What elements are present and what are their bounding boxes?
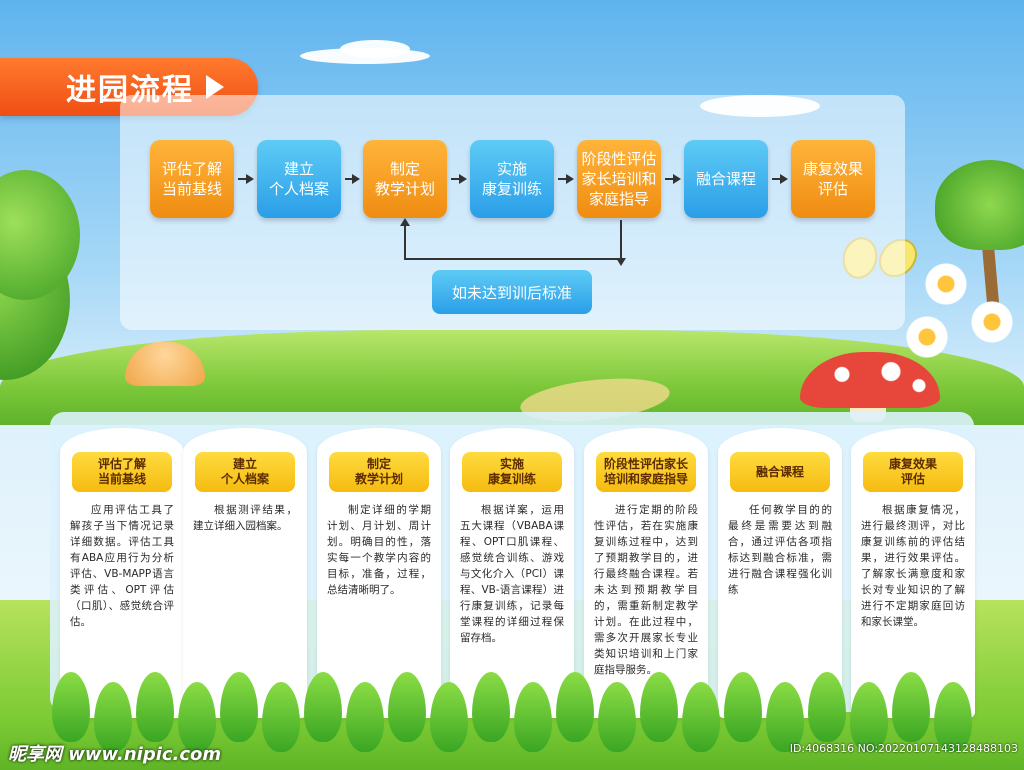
leaf-icon: [178, 682, 216, 752]
flow-connector: [238, 178, 247, 180]
card-body-text: 任何教学目的的最终是需要达到融合，通过评估各项指标达到融合标准，需进行融合课程强…: [728, 504, 832, 596]
leaf-icon: [640, 672, 678, 742]
leaf-icon: [724, 672, 762, 742]
flow-step: 制定 教学计划: [363, 140, 447, 218]
flow-step: 融合课程: [684, 140, 768, 218]
detail-card: 制定 教学计划制定详细的学期计划、月计划、周计划。明确目的性，落实每一个教学内容…: [317, 428, 441, 718]
leaf-icon: [892, 672, 930, 742]
flow-step: 康复效果 评估: [791, 140, 875, 218]
mushroom-icon: [800, 352, 940, 408]
card-body-text: 应用评估工具了解孩子当下情况记录详细数据。评估工具有ABA应用行为分析评估、VB…: [70, 504, 174, 628]
detail-card: 建立 个人档案根据测评结果，建立详细入园档案。: [183, 428, 307, 718]
mushroom-icon: [125, 342, 205, 386]
loop-connector: [404, 226, 406, 258]
detail-card: 康复效果 评估根据康复情况，进行最终测评，对比康复训练前的评估结果，进行效果评估…: [851, 428, 975, 718]
flow-step: 阶段性评估 家长培训和 家庭指导: [577, 140, 661, 218]
card-body-text: 根据测评结果，建立详细入园档案。: [193, 504, 297, 532]
flow-connector: [665, 178, 674, 180]
palm-tree-icon: [935, 160, 1024, 250]
leaf-icon: [304, 672, 342, 742]
leaf-icon: [220, 672, 258, 742]
leaf-icon: [682, 682, 720, 752]
leaf-icon: [598, 682, 636, 752]
flow-connector: [345, 178, 353, 180]
leaf-icon: [52, 672, 90, 742]
card-body-text: 制定详细的学期计划、月计划、周计划。明确目的性，落实每一个教学内容的目标，准备，…: [327, 504, 431, 596]
flower-icon: [970, 300, 1014, 344]
leaf-icon: [934, 682, 972, 752]
detail-card: 融合课程任何教学目的的最终是需要达到融合，通过评估各项指标达到融合标准，需进行融…: [718, 428, 842, 718]
detail-card: 评估了解 当前基线应用评估工具了解孩子当下情况记录详细数据。评估工具有ABA应用…: [60, 428, 184, 718]
arrow-right-icon: [780, 174, 788, 184]
arrow-right-icon: [673, 174, 681, 184]
flow-step: 实施 康复训练: [470, 140, 554, 218]
loop-connector: [620, 220, 622, 258]
card-body-text: 进行定期的阶段性评估，若在实施康复训练过程中，达到了预期教学目的，进行最终融合课…: [594, 504, 698, 676]
flow-connector: [451, 178, 460, 180]
flower-icon: [905, 315, 949, 359]
arrow-up-icon: [400, 218, 410, 226]
detail-card: 阶段性评估家长 培训和家庭指导进行定期的阶段性评估，若在实施康复训练过程中，达到…: [584, 428, 708, 718]
leaf-icon: [472, 672, 510, 742]
cloud-decoration: [340, 40, 410, 58]
card-title: 实施 康复训练: [462, 452, 562, 492]
leaf-icon: [94, 682, 132, 752]
leaf-icon: [430, 682, 468, 752]
leaf-icon: [388, 672, 426, 742]
leaf-icon: [766, 682, 804, 752]
arrow-right-icon: [566, 174, 574, 184]
play-arrow-icon: [206, 75, 224, 99]
arrow-right-icon: [459, 174, 467, 184]
flow-connector: [558, 178, 567, 180]
retrain-condition-box: 如未达到训后标准: [432, 270, 592, 314]
loop-connector: [404, 258, 622, 260]
leaf-icon: [850, 682, 888, 752]
flow-connector: [772, 178, 781, 180]
card-body-text: 根据详案，运用五大课程（VBABA课程、OPT口肌课程、感觉统合训练、游戏与文化…: [460, 504, 564, 644]
leaf-icon: [346, 682, 384, 752]
leaf-icon: [556, 672, 594, 742]
arrow-down-icon: [616, 258, 626, 266]
leaf-icon: [514, 682, 552, 752]
watermark-brand: 昵享网 www.nipic.com: [8, 744, 222, 765]
arrow-right-icon: [352, 174, 360, 184]
flower-icon: [924, 262, 968, 306]
card-title: 康复效果 评估: [863, 452, 963, 492]
card-title: 融合课程: [730, 452, 830, 492]
watermark-id: ID:4068316 NO:20220107143128488103: [789, 742, 1018, 755]
detail-card: 实施 康复训练根据详案，运用五大课程（VBABA课程、OPT口肌课程、感觉统合训…: [450, 428, 574, 718]
flow-step: 建立 个人档案: [257, 140, 341, 218]
card-title: 阶段性评估家长 培训和家庭指导: [596, 452, 696, 492]
card-title: 建立 个人档案: [195, 452, 295, 492]
card-title: 制定 教学计划: [329, 452, 429, 492]
leaf-icon: [136, 672, 174, 742]
leaf-icon: [262, 682, 300, 752]
flow-step: 评估了解 当前基线: [150, 140, 234, 218]
leaf-icon: [808, 672, 846, 742]
card-body-text: 根据康复情况，进行最终测评，对比康复训练前的评估结果，进行效果评估。了解家长满意…: [861, 504, 965, 628]
card-title: 评估了解 当前基线: [72, 452, 172, 492]
arrow-right-icon: [246, 174, 254, 184]
